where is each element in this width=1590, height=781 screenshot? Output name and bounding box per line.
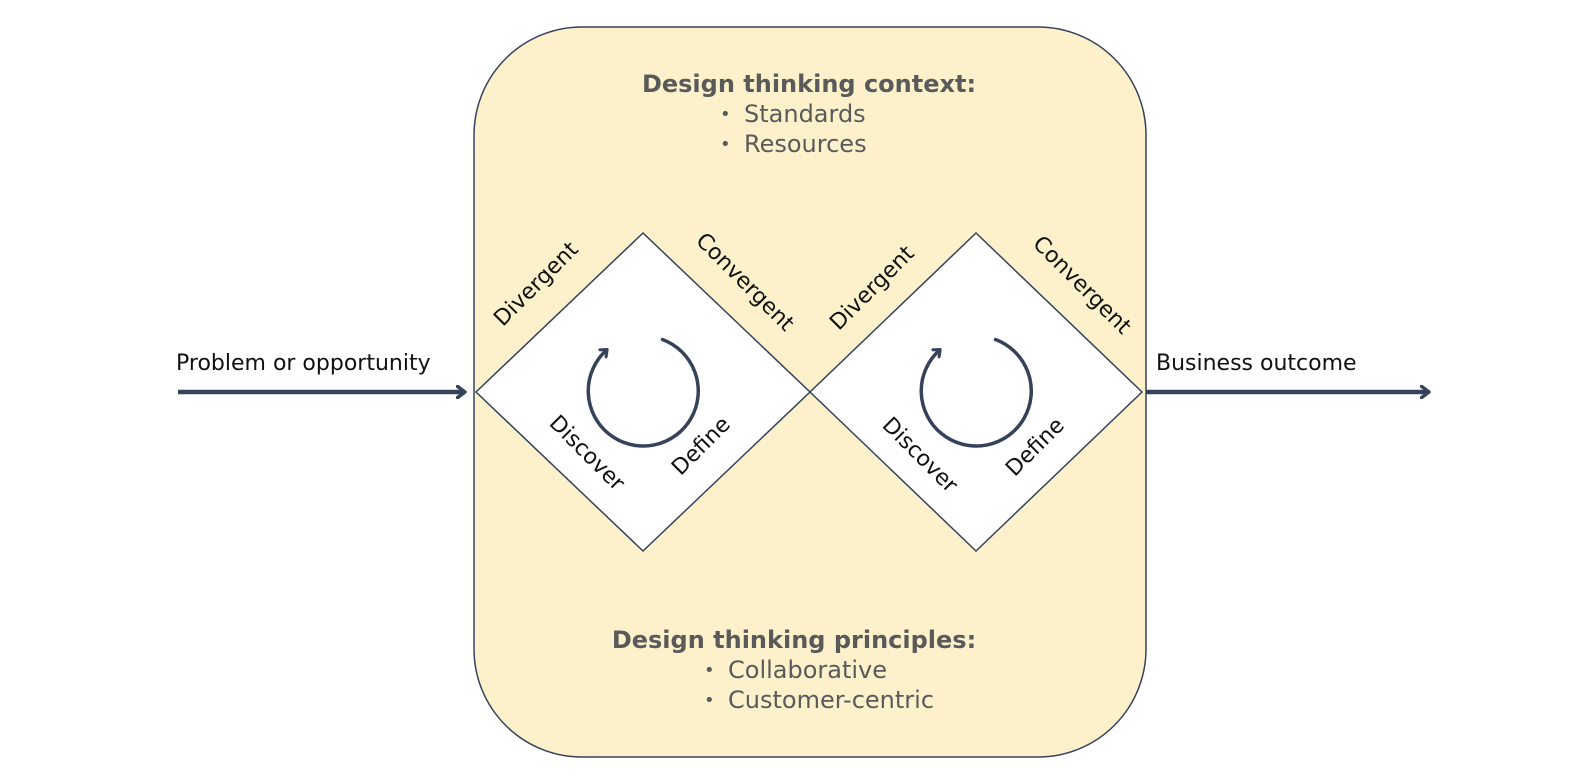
cycle-arrow-icon [919, 337, 1034, 448]
context-bullet-2: • [720, 134, 731, 155]
principles-item-customer-centric: Customer-centric [728, 686, 934, 714]
output-label: Business outcome [1156, 351, 1357, 376]
context-item-standards: Standards [744, 100, 866, 128]
principles-bullet-1: • [704, 660, 715, 681]
diamond-2-shape [808, 231, 1144, 553]
principles-title: Design thinking principles: [612, 626, 976, 654]
diamond-1-shape [474, 231, 812, 553]
input-label: Problem or opportunity [176, 351, 431, 376]
principles-bullet-2: • [704, 690, 715, 711]
context-title: Design thinking context: [642, 70, 976, 98]
context-bullet-1: • [720, 104, 731, 125]
cycle-arrow-icon [586, 337, 701, 448]
context-item-resources: Resources [744, 130, 867, 158]
principles-item-collaborative: Collaborative [728, 656, 887, 684]
